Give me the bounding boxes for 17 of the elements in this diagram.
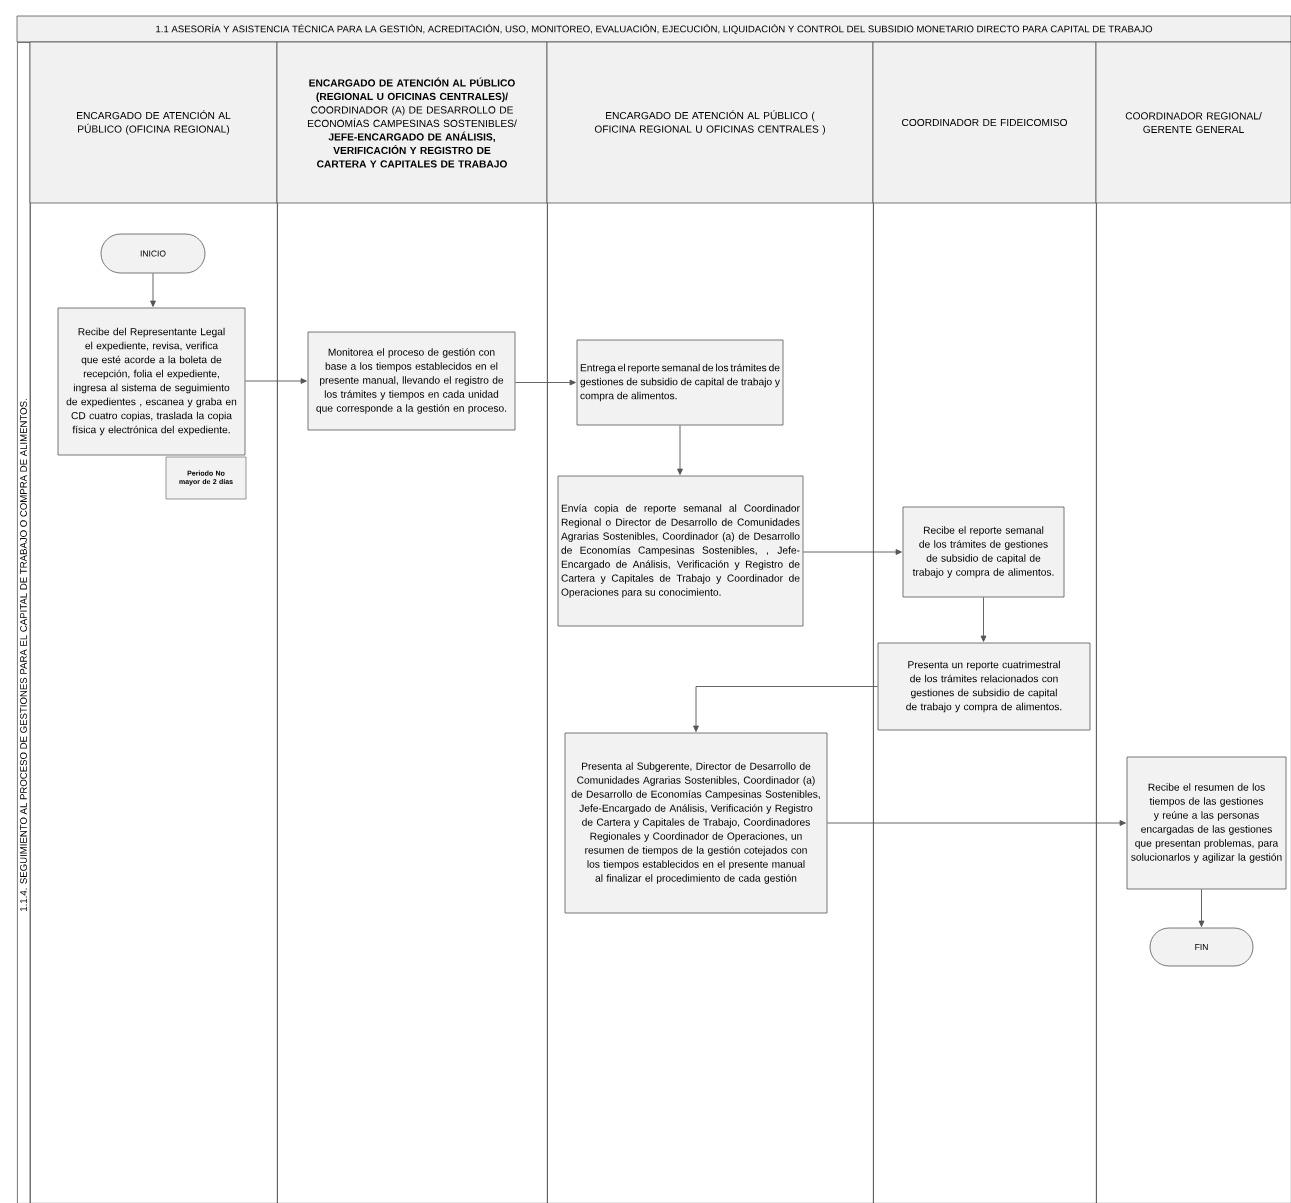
arrow: [1198, 888, 1205, 927]
process-box: Entrega el reporte semanal de los trámites de gestiones de subsidio de capital de trabajo y compra de alimentos.: [576, 339, 784, 426]
process-box: Monitorea el proceso de gestión con base a los tiempos establecidos en el presente manual, llevando el registro de los trámites y tiempos en cada unidad que corresponde a la gestión en proceso.: [307, 331, 516, 431]
arrow: [826, 820, 1126, 826]
arrow: [693, 686, 879, 732]
process-box: Recibe el resumen de los tiempos de las gestiones y reúne a las personas encargadas de las gestiones que presentan problemas, para solucionarlos y agilizar la gestión: [1126, 756, 1287, 890]
arrow: [802, 549, 902, 555]
arrow: [150, 272, 156, 307]
process-box: Presenta un reporte cuatrimestral de los trámites relacionados con gestiones de subsidio de capital de trabajo y compra de alimentos.: [877, 642, 1091, 731]
arrow: [980, 596, 987, 642]
process-box: Presenta al Subgerente, Director de Desarrollo de Comunidades Agrarias Sostenibles, Coordinador (a) de Desarrollo de Economías Campesinas Sostenibles, Jefe-Encargado de Análisis, Verificación y Registro de Cartera y Capitales de Trabajo, Coordinadores Regionales y Coordinador de Operaciones, un resumen de tiempos de la gestión cotejados con los tiempos establecidos en el presente manual al finalizar el procedimiento de cada gestión: [564, 732, 828, 914]
process-box: Recibe el reporte semanal de los trámites de gestiones de subsidio de capital de trabajo y compra de alimentos.: [902, 506, 1065, 598]
arrow: [677, 424, 683, 475]
arrow: [514, 379, 576, 386]
arrow: [244, 378, 307, 384]
process-box: Envía copia de reporte semanal al Coordinador Regional o Director de Desarrollo de Comunidades Agrarias Sostenibles, Coordinador (a) de Desarrollo de Economías Campesinas Sostenibles, , Jefe-Encargado de Análisis, Verificación y Registro de Cartera y Capitales de Trabajo y Coordinador de Operaciones para su conocimiento.: [557, 475, 804, 627]
title-bar: 1.1 ASESORÍA Y ASISTENCIA TÉCNICA PARA LA GESTIÓN, ACREDITACIÓN, USO, MONITOREO, EVALUACIÓN, EJECUCIÓN, LIQUIDACIÓN Y CONTROL DEL SUBSIDIO MONETARIO DIRECTO PARA CAPITAL DE TRABAJO: [16, 15, 1291, 43]
